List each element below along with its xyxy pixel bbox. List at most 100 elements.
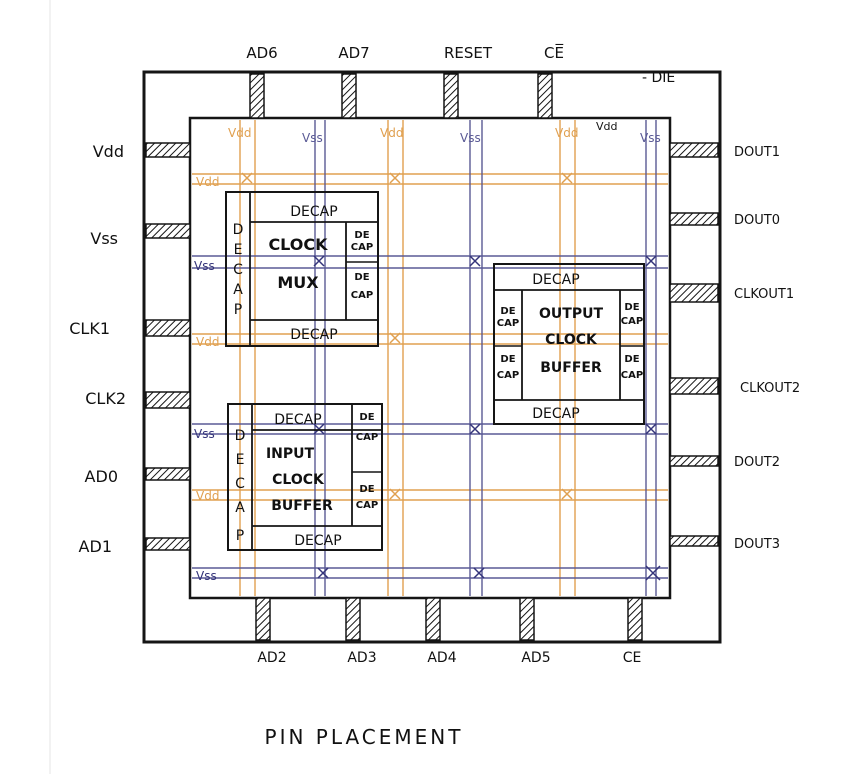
decap-letter: A: [233, 282, 243, 298]
vdd-rail-label: Vdd: [196, 175, 219, 189]
decap-small-label: CAP: [497, 370, 519, 381]
pin-label-dout3: DOUT3: [734, 537, 780, 552]
vss-rail-label: Vss: [302, 131, 323, 145]
decap-label: DECAP: [290, 327, 337, 343]
pin-label-dout0: DOUT0: [734, 213, 780, 228]
block-title: MUX: [277, 273, 319, 292]
block-title: CLOCK: [545, 332, 598, 348]
pin-label-ad5: AD5: [521, 650, 550, 666]
decap-small-label: CAP: [351, 290, 373, 301]
block-title: CLOCK: [272, 472, 325, 488]
pad-clk1: [145, 319, 191, 337]
vss-rail-label: Vss: [640, 131, 661, 145]
block-title: INPUT: [266, 446, 315, 462]
pin-label-dout1: DOUT1: [734, 145, 780, 160]
pin-label-dout2: DOUT2: [734, 455, 780, 470]
vdd-rail-label: Vdd: [228, 126, 251, 140]
decap-small-label: DE: [500, 306, 515, 317]
block-input-clock-buffer: DECAP DECAP INPUT CLOCK BUFFER D E C A P…: [227, 403, 383, 551]
decap-label: DECAP: [294, 533, 341, 549]
pin-label-ad2: AD2: [257, 650, 286, 666]
vdd-rail-label: Vdd: [196, 489, 219, 503]
pin-label-clkout2: CLKOUT2: [740, 381, 800, 396]
decap-letter: P: [234, 302, 242, 318]
pad-ad0: [145, 467, 191, 481]
decap-label: DECAP: [532, 406, 579, 422]
vdd-rail-label: Vdd: [196, 335, 219, 349]
decap-small-label: DE: [500, 354, 515, 365]
decap-label: DECAP: [274, 412, 321, 428]
decap-small-label: DE: [359, 412, 374, 423]
die-label: - DIE: [642, 70, 675, 86]
pad-vdd: [145, 142, 191, 158]
pad-ad4: [425, 597, 441, 641]
pin-label-clkout1: CLKOUT1: [734, 287, 794, 302]
vdd-vertical-rails: [239, 120, 576, 596]
decap-letter: D: [235, 428, 246, 444]
vss-rail-label: Vss: [196, 569, 217, 583]
decap-small-label: CAP: [621, 370, 643, 381]
decap-letter: P: [236, 528, 244, 544]
vdd-rail-label: Vdd: [555, 126, 578, 140]
pin-label-clk1: CLK1: [69, 319, 110, 338]
vss-vias: [313, 255, 661, 581]
decap-small-label: CAP: [621, 316, 643, 327]
diagram-caption: PIN PLACEMENT: [265, 725, 464, 749]
pin-label-clk2: CLK2: [85, 389, 126, 408]
pad-clkout2: [669, 377, 719, 395]
pad-ad1: [145, 537, 191, 551]
block-clock-mux: DECAP DECAP CLOCK MUX D E C A P DE CAP D…: [225, 191, 379, 347]
pad-ce-bar: [537, 73, 553, 119]
decap-small-label: DE: [624, 302, 639, 313]
vss-rail-label: Vss: [194, 259, 215, 273]
decap-letter: D: [233, 222, 244, 238]
pad-vss: [145, 223, 191, 239]
decap-small-label: DE: [624, 354, 639, 365]
pin-label-ad7: AD7: [338, 44, 369, 62]
pad-ad7: [341, 73, 357, 119]
block-title: CLOCK: [268, 235, 328, 254]
decap-letter: C: [235, 476, 245, 492]
decap-label: DECAP: [290, 204, 337, 220]
pad-dout1: [669, 142, 719, 158]
block-title: BUFFER: [540, 360, 602, 376]
pin-label-ad3: AD3: [347, 650, 376, 666]
decap-letter: E: [234, 242, 243, 258]
pad-reset: [443, 73, 459, 119]
vdd-rail-label: Vdd: [380, 126, 403, 140]
pin-label-ce: CE: [623, 650, 642, 666]
pad-ad3: [345, 597, 361, 641]
pad-ad2: [255, 597, 271, 641]
decap-letter: C: [233, 262, 243, 278]
pin-label-ad4: AD4: [427, 650, 456, 666]
vss-horizontal-rails: [192, 255, 668, 579]
pad-dout2: [669, 455, 719, 467]
pin-label-ce-bar: CE̅: [544, 43, 564, 62]
pin-label-ad0: AD0: [85, 467, 118, 486]
pad-ad6: [249, 73, 265, 119]
decap-letter: A: [235, 500, 245, 516]
pad-dout3: [669, 535, 719, 547]
decap-small-label: DE: [359, 484, 374, 495]
pin-label-ad6: AD6: [246, 44, 277, 62]
block-title: BUFFER: [271, 498, 333, 514]
decap-small-label: CAP: [356, 432, 378, 443]
decap-small-label: DE: [354, 272, 369, 283]
decap-small-label: CAP: [351, 242, 373, 253]
pin-label-vdd: Vdd: [93, 142, 124, 161]
pad-clkout1: [669, 283, 719, 303]
decap-small-label: DE: [354, 230, 369, 241]
vdd-horizontal-rails: [192, 173, 668, 501]
vss-rail-label: Vss: [460, 131, 481, 145]
pad-ad5: [519, 597, 535, 641]
block-title: OUTPUT: [539, 306, 603, 322]
decap-small-label: CAP: [497, 318, 519, 329]
pad-clk2: [145, 391, 191, 409]
vdd-rail-label: Vdd: [596, 120, 618, 133]
pad-ce: [627, 597, 643, 641]
decap-label: DECAP: [532, 272, 579, 288]
vss-rail-label: Vss: [194, 427, 215, 441]
pin-label-reset: RESET: [444, 44, 493, 62]
